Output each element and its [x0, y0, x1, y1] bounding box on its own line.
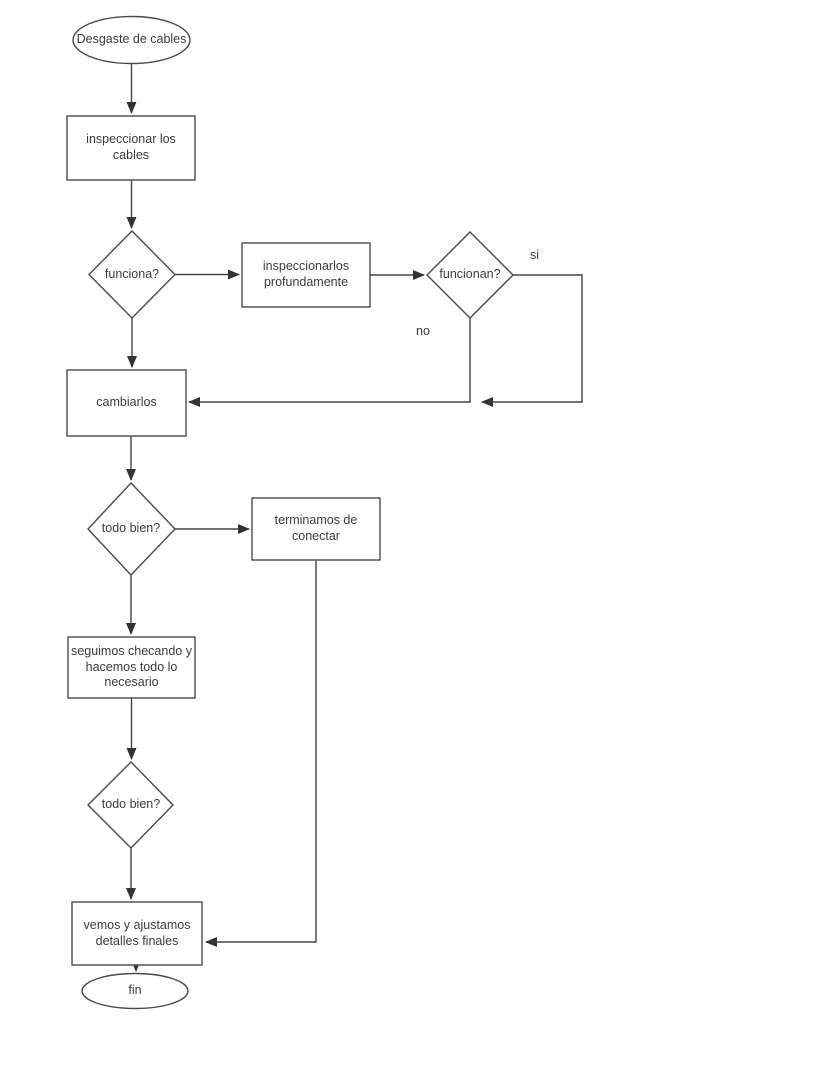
decision-works-label: funciona? — [104, 267, 160, 282]
process-inspect-deeply-label: inspeccionarlos profundamente — [262, 259, 350, 289]
process-final-adjustments-shape — [71, 901, 203, 966]
terminator-start-shape — [72, 15, 191, 65]
decision-works-after-inspection-label: funcionan? — [439, 267, 501, 282]
process-replace-cables-label: cambiarlos — [96, 395, 157, 410]
decision-all-good-2-shape — [87, 761, 174, 849]
process-finish-connecting-label: terminamos de conectar — [274, 513, 358, 543]
terminator-end-shape — [81, 972, 189, 1010]
decision-all-good-1-label: todo bien? — [101, 521, 161, 536]
decision-all-good-1-shape — [87, 481, 176, 577]
process-keep-checking-shape — [67, 636, 196, 699]
decision-works-after-inspection-shape — [426, 231, 514, 319]
edge-works2-no-to-replace — [188, 318, 471, 407]
edge-works2-yes-loop — [481, 274, 583, 407]
edge-label-yes: si — [530, 248, 540, 262]
decision-works-shape — [88, 230, 176, 319]
process-keep-checking-label: seguimos checando y hacemos todo lo nece… — [71, 643, 192, 690]
terminator-end-label: fin — [128, 983, 142, 998]
process-inspect-cables-shape — [66, 115, 196, 181]
process-final-adjustments-label: vemos y ajustamos detalles finales — [83, 917, 191, 948]
decision-all-good-2-label: todo bien? — [101, 797, 161, 812]
process-inspect-deeply-shape — [241, 242, 371, 308]
process-replace-cables-shape — [66, 369, 187, 437]
edge-finish-connecting-to-final-adjustments — [205, 560, 317, 947]
terminator-start-label: Desgaste de cables — [76, 32, 187, 47]
edge-label-no: no — [416, 324, 430, 338]
process-finish-connecting-shape — [251, 497, 381, 561]
process-inspect-cables-label: inspeccionar los cables — [86, 132, 176, 162]
